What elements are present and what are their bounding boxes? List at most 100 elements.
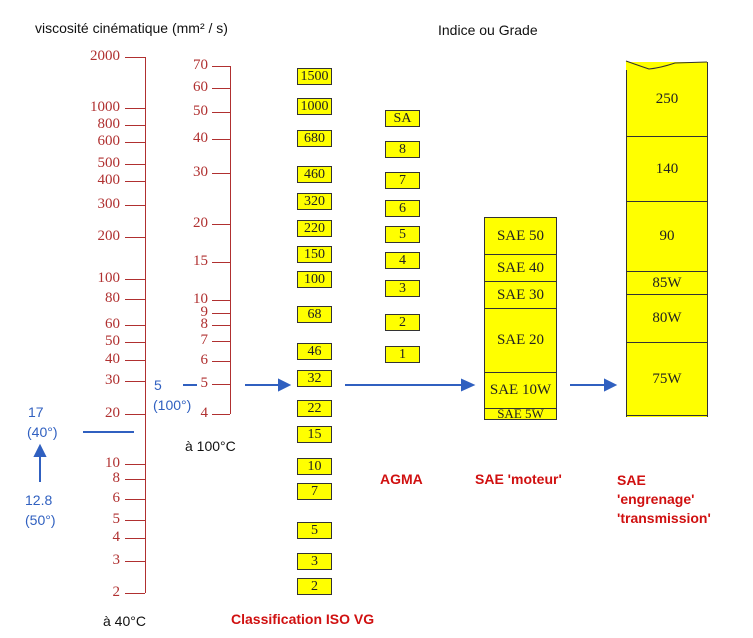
- torn-top-edge: [625, 60, 708, 70]
- axis-40-tick: [125, 342, 145, 343]
- axis-40-tick: [125, 499, 145, 500]
- axis-100-tick: [212, 384, 230, 385]
- axis-40-tick: [125, 561, 145, 562]
- agma-label: AGMA: [380, 471, 423, 487]
- axis-100-tick: [212, 112, 230, 113]
- axis-40-tick-label: 20: [105, 405, 120, 421]
- axis-40-tick-label: 60: [105, 316, 120, 332]
- axis-40-tick-label: 2: [112, 584, 121, 600]
- axis-100-tick: [212, 300, 230, 301]
- axis-100-tick-label: 40: [193, 130, 208, 146]
- sae-gear-label-1: SAE: [617, 472, 646, 488]
- iso-grade-box: 15: [297, 426, 332, 443]
- axis-40-tick: [125, 360, 145, 361]
- axis-40-tick: [125, 325, 145, 326]
- axis-100-tick: [212, 224, 230, 225]
- axis-100-tick-label: 20: [193, 215, 208, 231]
- axis-40-tick-label: 800: [97, 116, 121, 132]
- sae-motor-grade: SAE 30: [485, 282, 556, 309]
- sae-gear-grade: 90: [627, 202, 707, 272]
- axis-40-tick-label: 5: [112, 511, 121, 527]
- axis-100-tick-label: 10: [193, 291, 208, 307]
- annotation-5: 5: [154, 377, 162, 393]
- axis-40-tick-label: 10: [105, 455, 120, 471]
- agma-grade-box: 5: [385, 226, 420, 243]
- axis-100-tick: [212, 414, 230, 415]
- agma-grade-box: 8: [385, 141, 420, 158]
- axis-100-tick-label: 9: [200, 304, 209, 320]
- axis-100-tick-label: 5: [200, 375, 209, 391]
- axis-40-label: à 40°C: [103, 613, 146, 629]
- iso-grade-box: 32: [297, 370, 332, 387]
- axis-40-tick-label: 2000: [90, 48, 120, 64]
- axis-40-tick: [125, 237, 145, 238]
- annotation-17-temp: (40°): [27, 424, 58, 440]
- agma-grade-box: 7: [385, 172, 420, 189]
- axis-100-tick-label: 50: [193, 103, 208, 119]
- sae-gear-grade: 140: [627, 137, 707, 202]
- axis-100-tick-label: 8: [200, 316, 209, 332]
- axis-40-tick: [125, 164, 145, 165]
- viscosity-title: viscosité cinématique (mm² / s): [35, 20, 228, 36]
- iso-grade-box: 3: [297, 553, 332, 570]
- grade-title: Indice ou Grade: [438, 22, 538, 38]
- axis-100-tick-label: 70: [193, 57, 208, 73]
- axis-40-tick-label: 300: [97, 196, 121, 212]
- axis-40-tick: [125, 381, 145, 382]
- annotation-17: 17: [28, 404, 44, 420]
- axis-40-tick: [125, 479, 145, 480]
- axis-40-tick-label: 200: [97, 228, 121, 244]
- annotation-12-8-temp: (50°): [25, 512, 56, 528]
- axis-40-tick-label: 40: [105, 351, 120, 367]
- axis-40-tick-label: 3: [112, 552, 121, 568]
- axis-40-tick: [125, 205, 145, 206]
- sae-motor-grade: SAE 10W: [485, 373, 556, 409]
- axis-100-tick-label: 4: [200, 405, 209, 421]
- axis-40-tick: [125, 538, 145, 539]
- axis-100-tick: [212, 361, 230, 362]
- axis-40-tick: [125, 181, 145, 182]
- iso-grade-box: 320: [297, 193, 332, 210]
- axis-100-tick: [212, 66, 230, 67]
- sae-motor-grade: SAE 40: [485, 255, 556, 282]
- axis-40-tick-label: 80: [105, 290, 120, 306]
- axis-100-tick-label: 60: [193, 79, 208, 95]
- iso-grade-box: 220: [297, 220, 332, 237]
- agma-grade-box: SA: [385, 110, 420, 127]
- agma-grade-box: 6: [385, 200, 420, 217]
- iso-grade-box: 10: [297, 458, 332, 475]
- iso-grade-box: 46: [297, 343, 332, 360]
- axis-40-tick: [125, 464, 145, 465]
- sae-gear-grade: 80W: [627, 295, 707, 343]
- sae-gear-label-2: 'engrenage': [617, 491, 695, 507]
- axis-40-tick-label: 8: [112, 470, 121, 486]
- axis-40-tick-label: 100: [97, 270, 121, 286]
- axis-40-tick-label: 4: [112, 529, 121, 545]
- iso-grade-box: 5: [297, 522, 332, 539]
- axis-40-tick: [125, 57, 145, 58]
- iso-grade-box: 100: [297, 271, 332, 288]
- iso-grade-box: 460: [297, 166, 332, 183]
- axis-40-tick-label: 400: [97, 172, 121, 188]
- axis-100-tick-label: 7: [200, 332, 209, 348]
- iso-grade-box: 1500: [297, 68, 332, 85]
- axis-40-tick: [125, 125, 145, 126]
- axis-40-tick: [125, 142, 145, 143]
- axis-100-tick: [212, 341, 230, 342]
- iso-grade-box: 68: [297, 306, 332, 323]
- axis-100-tick: [212, 88, 230, 89]
- axis-40-tick: [125, 279, 145, 280]
- axis-40-line: [145, 57, 146, 593]
- iso-vg-label: Classification ISO VG: [231, 611, 375, 627]
- axis-40-tick: [125, 520, 145, 521]
- iso-grade-box: 7: [297, 483, 332, 500]
- iso-grade-box: 1000: [297, 98, 332, 115]
- annotation-5-temp: (100°): [153, 397, 192, 413]
- axis-100-tick: [212, 313, 230, 314]
- dash-5: [183, 384, 197, 386]
- axis-100-tick: [212, 325, 230, 326]
- axis-100-tick-label: 30: [193, 164, 208, 180]
